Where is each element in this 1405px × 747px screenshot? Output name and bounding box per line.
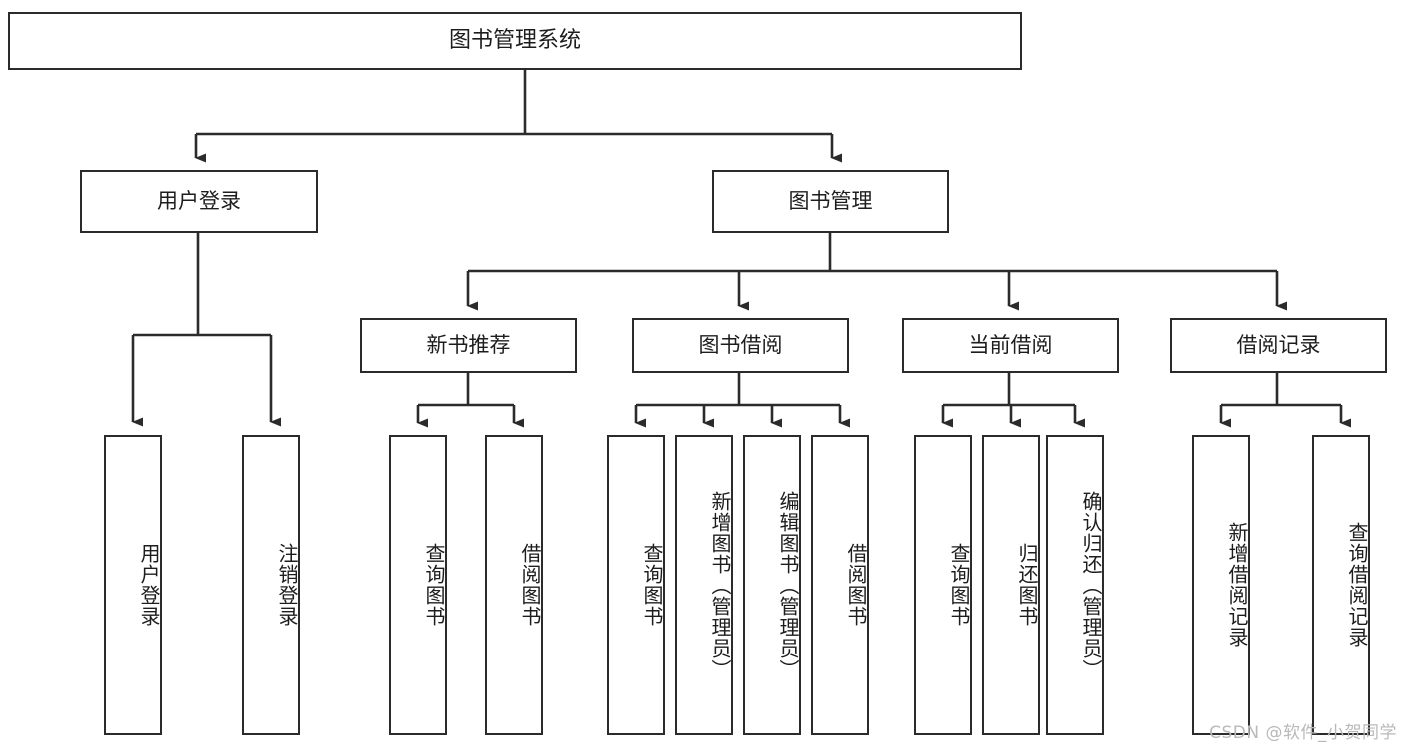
- leaf-current-borrow-return[interactable]: 归还图书: [982, 435, 1040, 735]
- node-user-login[interactable]: 用户登录: [80, 170, 318, 233]
- node-label: 新增借阅记录: [1225, 522, 1249, 648]
- node-label: 借阅记录: [1236, 333, 1321, 358]
- leaf-borrow-record-query[interactable]: 查询借阅记录: [1312, 435, 1370, 735]
- node-label: 查询图书: [947, 543, 971, 627]
- node-label: 当前借阅: [968, 333, 1053, 358]
- leaf-borrow-record-add[interactable]: 新增借阅记录: [1192, 435, 1250, 735]
- leaf-user-login-login[interactable]: 用户登录: [104, 435, 162, 735]
- leaf-user-login-logout[interactable]: 注销登录: [242, 435, 300, 735]
- leaf-book-borrow-add[interactable]: 新增图书（管理员）: [675, 435, 733, 735]
- csdn-watermark: CSDN @软件_小贺同学: [1209, 723, 1397, 743]
- node-label: 注销登录: [275, 543, 299, 627]
- node-root-book-management-system[interactable]: 图书管理系统: [8, 12, 1022, 70]
- leaf-book-borrow-edit[interactable]: 编辑图书（管理员）: [743, 435, 801, 735]
- node-book-management[interactable]: 图书管理: [712, 170, 949, 233]
- node-new-book-recommend[interactable]: 新书推荐: [360, 318, 577, 373]
- node-book-borrow[interactable]: 图书借阅: [632, 318, 849, 373]
- leaf-new-book-query[interactable]: 查询图书: [389, 435, 447, 735]
- node-label: 新书推荐: [426, 333, 511, 358]
- node-label: 新增图书（管理员）: [708, 490, 732, 680]
- node-label: 借阅图书: [518, 543, 542, 627]
- node-label: 查询图书: [640, 543, 664, 627]
- node-label: 借阅图书: [844, 543, 868, 627]
- node-label: 图书管理系统: [448, 28, 581, 54]
- leaf-current-borrow-confirm-return[interactable]: 确认归还（管理员）: [1046, 435, 1104, 735]
- node-label: 用户登录: [157, 189, 241, 214]
- node-label: 用户登录: [137, 543, 161, 627]
- node-label: 查询图书: [422, 543, 446, 627]
- node-label: 查询借阅记录: [1345, 522, 1369, 648]
- node-label: 图书管理: [788, 189, 873, 214]
- node-label: 确认归还（管理员）: [1079, 490, 1103, 680]
- leaf-current-borrow-query[interactable]: 查询图书: [914, 435, 972, 735]
- leaf-new-book-borrow[interactable]: 借阅图书: [485, 435, 543, 735]
- node-label: 编辑图书（管理员）: [776, 490, 800, 680]
- leaf-book-borrow-query[interactable]: 查询图书: [607, 435, 665, 735]
- leaf-book-borrow-borrow[interactable]: 借阅图书: [811, 435, 869, 735]
- node-current-borrow[interactable]: 当前借阅: [902, 318, 1119, 373]
- node-label: 归还图书: [1015, 543, 1039, 627]
- node-label: 图书借阅: [698, 333, 783, 358]
- node-borrow-record[interactable]: 借阅记录: [1170, 318, 1387, 373]
